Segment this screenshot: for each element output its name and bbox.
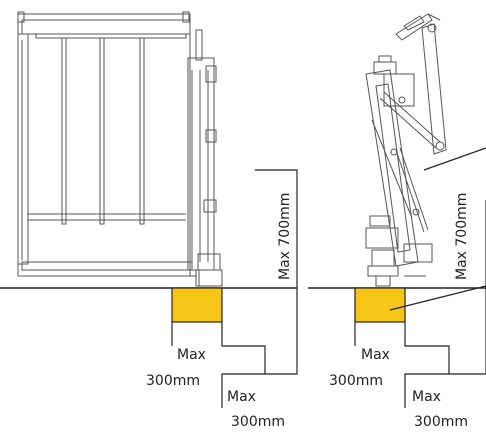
side-diag-4 — [399, 147, 429, 231]
side-diag-5 — [371, 119, 413, 219]
pit-right — [354, 287, 406, 323]
cage-side-door-top — [195, 29, 203, 61]
dimension-lines-right — [354, 147, 486, 408]
pit-left — [171, 287, 223, 323]
cage-door-latch-mid — [205, 129, 217, 143]
right-pit-max-label: Max — [361, 347, 390, 363]
side-bracket — [369, 215, 391, 227]
side-diag-1 — [379, 97, 437, 149]
right-height-label: Max 700mm — [454, 192, 470, 280]
cage-bar-3 — [139, 37, 145, 225]
cage-bar-1 — [61, 37, 67, 225]
left-pit-max-label: Max — [177, 347, 206, 363]
side-pivot-low — [435, 141, 445, 151]
cage-top-post-right — [182, 11, 190, 23]
leader-line-pit — [389, 285, 486, 311]
side-base — [371, 249, 395, 267]
dim-right-depth-step — [404, 322, 450, 408]
left-step-depth-label: 300mm — [231, 414, 285, 430]
side-pivot-low-2 — [412, 208, 420, 216]
side-arm-tip — [427, 13, 441, 21]
side-arm-top — [395, 13, 433, 41]
cage-bar-2 — [99, 37, 105, 225]
cage-door-hinge-base — [197, 253, 221, 271]
dim-left-depth-step — [221, 322, 266, 408]
side-pivot-top — [427, 23, 437, 33]
cage-door-latch-low — [203, 199, 217, 213]
cage-top-rail — [21, 19, 191, 35]
side-pivot-mid — [390, 148, 398, 156]
cage-top-rail-lip — [35, 33, 187, 39]
side-pivot-head — [398, 96, 406, 104]
dim-left-height-bracket — [255, 169, 298, 375]
cage-floor — [21, 261, 193, 271]
right-step-depth-label: 300mm — [414, 414, 468, 430]
cage-foot — [195, 269, 223, 287]
right-pit-depth-label: 300mm — [329, 373, 383, 389]
side-foot — [367, 265, 399, 277]
right-step-max-label: Max — [412, 389, 441, 405]
left-pit-depth-label: 300mm — [146, 373, 200, 389]
side-lower-arm-end — [403, 243, 433, 263]
cage-top-post-left — [17, 11, 25, 23]
leader-line-arm — [423, 147, 486, 171]
side-arm-handle — [403, 15, 425, 31]
cage-door-latch-top — [205, 65, 217, 83]
side-foot-post — [375, 275, 391, 287]
left-step-max-label: Max — [227, 389, 256, 405]
side-head-cap — [378, 55, 392, 63]
cage-front-view — [17, 11, 223, 287]
side-diag-2 — [383, 91, 441, 143]
left-height-label: Max 700mm — [277, 192, 293, 280]
side-long-strut — [421, 23, 447, 155]
cage-left-column — [17, 33, 29, 265]
side-lower-block — [365, 227, 399, 249]
side-diag-3 — [395, 149, 425, 233]
cage-side-view — [365, 13, 447, 287]
dimension-lines-left — [171, 169, 298, 408]
